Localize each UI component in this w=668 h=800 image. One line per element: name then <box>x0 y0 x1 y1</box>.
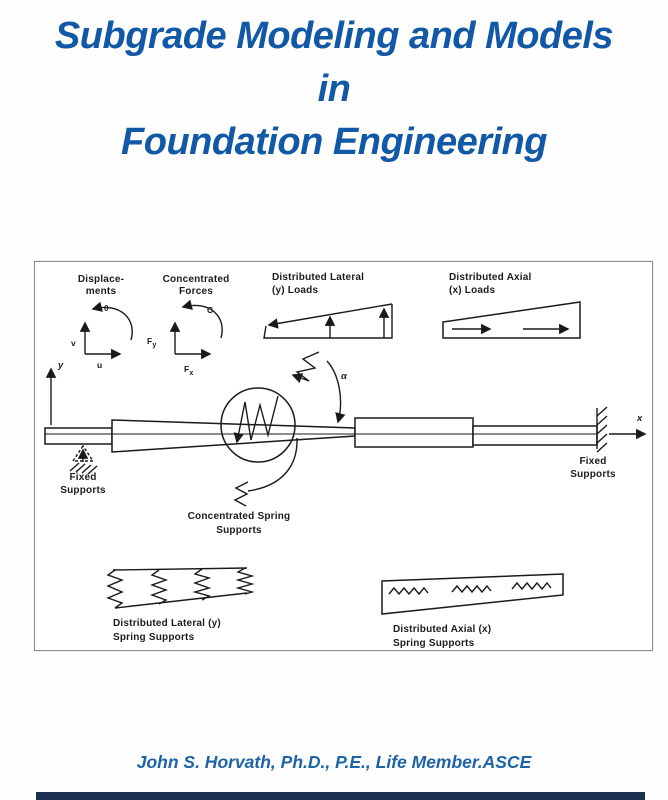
vertical-spring-icon-3 <box>192 568 212 601</box>
distributed-lateral-springs-label-line1: Distributed Lateral (y) <box>113 618 221 629</box>
spring-glyph-icon <box>233 481 249 507</box>
alpha-arc <box>326 360 346 424</box>
displacements-label-line2: ments <box>86 286 117 297</box>
beam-model-figure: Displace- ments θ v u Concentrated Force… <box>44 272 647 649</box>
y-axis: y <box>45 360 64 425</box>
beam-middle-segment <box>354 417 474 448</box>
distributed-axial-springs-label-line1: Distributed Axial (x) <box>393 624 491 635</box>
leader-curve <box>247 437 298 492</box>
alpha-label: α <box>341 371 348 382</box>
fx-label: Fx <box>184 364 194 377</box>
vertical-spring-icon-4 <box>235 567 255 595</box>
displacements-symbol-group: Displace- ments θ v u <box>71 274 133 370</box>
horizontal-spring-icon-2 <box>451 584 492 594</box>
u-label: u <box>97 360 102 370</box>
fixed-supports-right-label-line1: Fixed <box>579 456 606 467</box>
lateral-springs-bottom-edge <box>114 592 248 609</box>
distributed-lateral-loads-label-line2: (y) Loads <box>272 285 318 296</box>
rotational-spring-icon <box>291 351 320 384</box>
footer-bar <box>36 792 645 800</box>
axial-springs-outline <box>381 573 564 615</box>
fixed-support-right: Fixed Supports <box>570 406 616 480</box>
beam-tapered-segment <box>111 419 356 453</box>
distributed-lateral-springs-label-line2: Spring Supports <box>113 632 195 643</box>
v-label: v <box>71 338 76 348</box>
beam-model-diagram: Displace- ments θ v u Concentrated Force… <box>34 261 653 651</box>
horizontal-spring-icon-3 <box>511 581 552 591</box>
moment-arc-icon <box>181 299 223 339</box>
author-credit: John S. Horvath, Ph.D., P.E., Life Membe… <box>136 752 532 772</box>
lateral-load-slope-arrow <box>267 303 393 329</box>
x-axis-label: x <box>636 413 643 424</box>
lateral-load-outline <box>263 304 393 339</box>
distributed-axial-loads-label-line1: Distributed Axial <box>449 272 532 283</box>
axial-load-outline <box>442 301 581 339</box>
distributed-lateral-spring-symbol: Distributed Lateral (y) Spring Supports <box>106 567 255 643</box>
concentrated-spring-label-line2: Supports <box>216 525 262 536</box>
x-axis: x <box>609 413 647 440</box>
title-line-3: Foundation Engineering <box>121 121 547 163</box>
fixed-supports-left-label-line2: Supports <box>60 485 106 496</box>
fixed-supports-right-label-line2: Supports <box>570 469 616 480</box>
horizontal-spring-icon-1 <box>388 586 429 596</box>
title-line-2: in <box>317 68 351 110</box>
distributed-axial-springs-label-line2: Spring Supports <box>393 638 475 649</box>
concentrated-forces-label-line1: Concentrated <box>163 274 230 285</box>
vertical-spring-icon-1 <box>106 569 124 609</box>
distributed-axial-spring-symbol: Distributed Axial (x) Spring Supports <box>381 573 564 649</box>
fixed-support-left: Fixed Supports <box>60 444 106 496</box>
fy-label: Fy <box>147 336 157 349</box>
spring-circle <box>220 387 296 463</box>
distributed-axial-loads-symbol: Distributed Axial (x) Loads <box>442 272 581 339</box>
fixed-supports-left-label-line1: Fixed <box>69 472 96 483</box>
c-label: C <box>207 305 213 315</box>
title-line-1: Subgrade Modeling and Models <box>54 15 614 57</box>
concentrated-forces-label-line2: Forces <box>179 286 213 297</box>
beam-left-segment <box>44 427 113 445</box>
lateral-springs-top-edge <box>112 567 248 571</box>
hatch-marks-left <box>69 462 98 475</box>
concentrated-forces-group: Concentrated Forces C Fy Fx <box>147 274 229 377</box>
vertical-spring-icon-2 <box>149 569 169 605</box>
hatch-marks-right <box>596 406 608 453</box>
book-title: Subgrade Modeling and Models in Foundati… <box>0 10 668 169</box>
beam <box>44 417 598 453</box>
displacements-label-line1: Displace- <box>78 274 124 285</box>
concentrated-spring-label-line1: Concentrated Spring <box>188 511 291 522</box>
rotation-arc-icon <box>91 301 133 341</box>
y-axis-label: y <box>57 360 64 371</box>
distributed-lateral-loads-label-line1: Distributed Lateral <box>272 272 364 283</box>
beam-right-segment <box>472 425 598 446</box>
translational-spring-icon <box>233 395 279 444</box>
concentrated-spring-symbol: α Concentrated Spring Supports <box>188 351 348 536</box>
distributed-lateral-loads-symbol: Distributed Lateral (y) Loads <box>263 272 393 339</box>
theta-label: θ <box>104 303 109 313</box>
distributed-axial-loads-label-line2: (x) Loads <box>449 285 495 296</box>
